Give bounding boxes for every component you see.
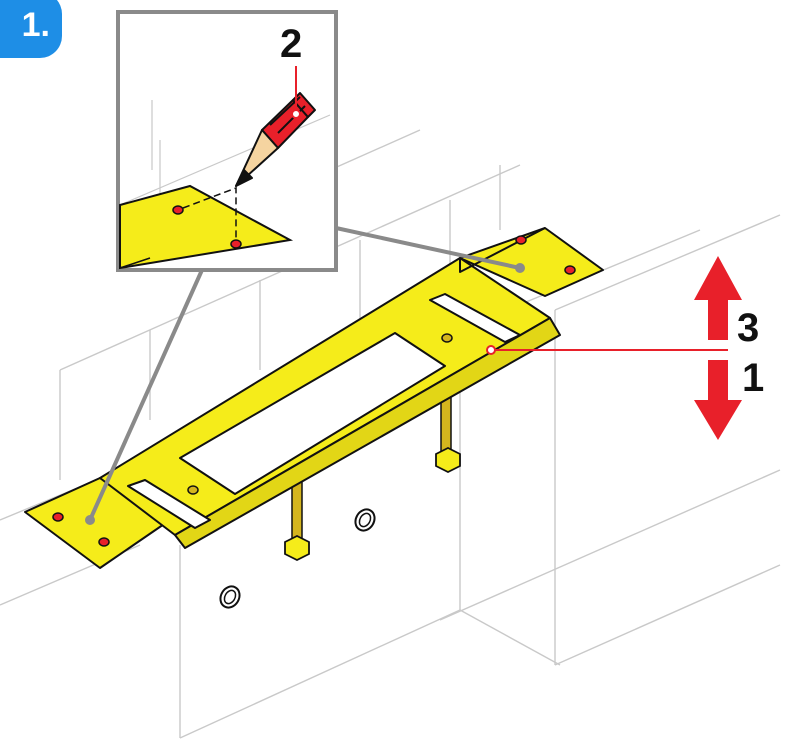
mounting-hole	[52, 235, 576, 547]
up-down-arrow-icon	[694, 256, 742, 440]
mounting-bracket	[24, 227, 604, 569]
step-number-badge: 1.	[0, 0, 62, 58]
inset-leader	[88, 226, 521, 521]
callout-pencil-number: 2	[280, 22, 303, 66]
callout-raise-number: 3	[737, 306, 760, 350]
conduit-icon	[219, 508, 376, 609]
rod-hole	[187, 333, 453, 495]
callout-lower-number: 1	[742, 356, 765, 400]
detail-inset	[116, 10, 338, 272]
